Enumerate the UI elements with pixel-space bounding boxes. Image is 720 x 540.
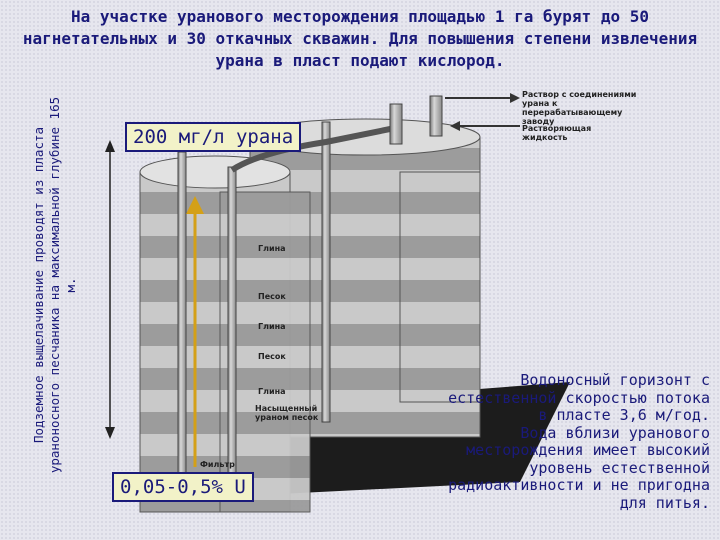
surface-pipe	[230, 124, 401, 173]
label-filter: Фильтр	[200, 460, 235, 469]
strata-block-right	[399, 171, 481, 403]
ore-grade-badge: 0,05-0,5% U	[112, 472, 254, 502]
label-solution: Растворяющая жидкость	[522, 124, 592, 142]
well-head-1	[389, 103, 403, 145]
label-sand-1: Песок	[258, 292, 286, 301]
label-ore-sand: Насыщенный ураном песок	[255, 404, 319, 422]
label-pipe-to-plant: Раствор с соединениями урана к перерабат…	[522, 90, 637, 126]
label-sand-2: Песок	[258, 352, 286, 361]
page-title: На участке уранового месторождения площа…	[22, 7, 698, 70]
label-clay-2: Глина	[258, 322, 286, 331]
well-head-2	[429, 95, 443, 137]
well-pipe-3	[321, 121, 331, 423]
flow-arrow-out-head	[510, 93, 520, 103]
aquifer-description: Водоносный горизонт с естественной скоро…	[448, 371, 710, 512]
uranium-concentration-badge: 200 мг/л урана	[125, 122, 302, 152]
label-clay-1: Глина	[258, 244, 286, 253]
flow-arrow-in-head	[450, 121, 460, 131]
rise-arrow-head	[186, 196, 204, 214]
vertical-caption: Подземное выщелачивание проводят из плас…	[20, 90, 90, 480]
well-pipe-1	[177, 151, 187, 483]
strata-top-front	[139, 155, 291, 189]
well-pipe-2	[227, 166, 237, 488]
label-clay-3: Глина	[258, 387, 286, 396]
depth-arrow-bottom	[105, 427, 115, 439]
depth-arrow-top	[105, 140, 115, 152]
vertical-caption-text: Подземное выщелачивание проводят из плас…	[31, 96, 78, 474]
